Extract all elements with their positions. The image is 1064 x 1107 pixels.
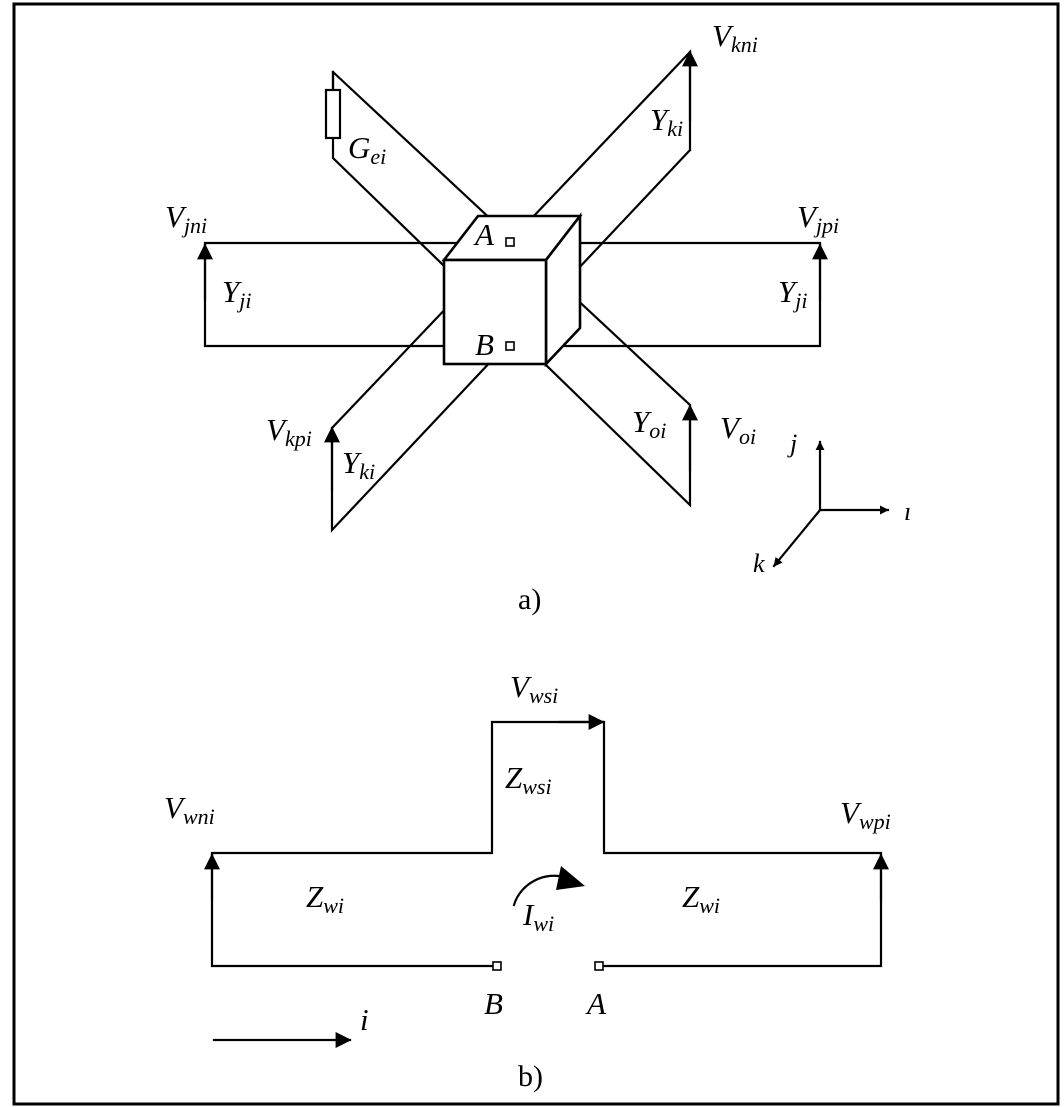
- label-node-b-panel-b: B: [484, 986, 503, 1021]
- caption-a: a): [518, 583, 541, 616]
- label-node-b: B: [475, 327, 494, 362]
- label-v-wni: Vwni: [164, 790, 215, 829]
- axis-label-i: ı: [904, 497, 911, 526]
- panel-b: Vwsi Zwsi Vwni Vwpi Zwi Zwi Iwi B A i b): [164, 669, 891, 1093]
- branch-w: [210, 720, 883, 968]
- terminal-a: [505, 237, 515, 247]
- label-v-kni: Vkni: [712, 18, 758, 57]
- axis-label-j: j: [787, 429, 797, 458]
- label-z-wi-right: Zwi: [682, 879, 720, 918]
- label-v-jpi: Vjpi: [797, 199, 839, 238]
- label-y-ji-right: Yji: [778, 274, 807, 313]
- label-v-oi: Voi: [720, 410, 756, 449]
- current-arrowhead: [556, 866, 585, 890]
- direction-label-i: i: [360, 1002, 369, 1037]
- label-y-ki-top: Yki: [650, 102, 683, 141]
- caption-b: b): [518, 1060, 543, 1093]
- label-z-wsi: Zwsi: [505, 760, 552, 799]
- label-v-jni: Vjni: [165, 199, 207, 238]
- label-node-a-panel-b: A: [585, 986, 607, 1021]
- label-v-kpi: Vkpi: [266, 412, 312, 451]
- panel-a: Vkni Yki Gei Vjni Vjpi Yji Yji A B Vkpi …: [165, 18, 911, 616]
- label-y-oi: Yoi: [632, 404, 666, 443]
- label-i-wi: Iwi: [522, 897, 554, 936]
- axis-label-k: k: [753, 549, 765, 578]
- label-y-ji-left: Yji: [222, 274, 251, 313]
- label-g-ei: Gei: [348, 130, 386, 169]
- resistor-g-ei: [324, 88, 342, 140]
- terminal-b-panel-b: [492, 961, 502, 971]
- label-v-wpi: Vwpi: [840, 795, 891, 834]
- terminal-b: [505, 341, 515, 351]
- coordinate-axes: j ı k: [753, 429, 911, 578]
- label-y-ki-bottom: Yki: [342, 445, 375, 484]
- figure-frame: [12, 2, 1060, 1106]
- label-node-a: A: [473, 217, 495, 252]
- terminal-a-panel-b: [594, 961, 604, 971]
- label-v-wsi: Vwsi: [510, 669, 558, 708]
- label-z-wi-left: Zwi: [306, 879, 344, 918]
